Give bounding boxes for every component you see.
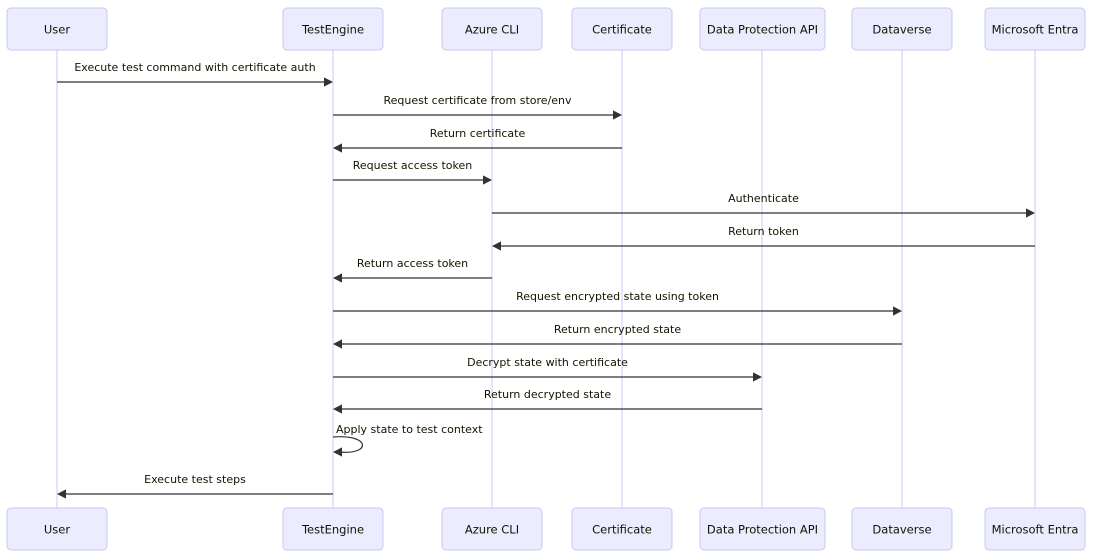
participant-box xyxy=(282,7,384,51)
message-arrowhead xyxy=(333,447,342,457)
participant-user-bottom[interactable]: User xyxy=(6,507,108,551)
messages-layer: Execute test command with certificate au… xyxy=(57,61,1035,499)
participant-box xyxy=(984,507,1086,551)
participant-label: Dataverse xyxy=(872,23,931,37)
message-label: Return decrypted state xyxy=(484,388,611,401)
message-arrowhead xyxy=(333,143,342,153)
participant-label: User xyxy=(44,523,70,537)
participant-entra-top[interactable]: Microsoft Entra xyxy=(984,7,1086,51)
participant-label: TestEngine xyxy=(301,23,364,37)
participant-azcli-bottom[interactable]: Azure CLI xyxy=(441,507,543,551)
message-arrowhead xyxy=(1026,208,1035,218)
actors-top-layer: User TestEngine Azure CLI Certificate Data P… xyxy=(6,7,1086,51)
message-11[interactable]: Return decrypted state xyxy=(333,388,762,414)
message-arrowhead xyxy=(492,241,501,251)
message-1[interactable]: Execute test command with certificate au… xyxy=(57,61,333,87)
message-label: Execute test command with certificate au… xyxy=(74,61,315,74)
message-label: Return certificate xyxy=(430,127,526,140)
participant-label: Azure CLI xyxy=(465,23,519,37)
message-3[interactable]: Return certificate xyxy=(333,127,622,153)
participant-label: Microsoft Entra xyxy=(992,523,1079,537)
participant-dpapi-top[interactable]: Data Protection API xyxy=(699,7,826,51)
message-arrowhead xyxy=(333,404,342,414)
participant-dataverse-bottom[interactable]: Dataverse xyxy=(851,507,953,551)
actors-bottom-layer: User TestEngine Azure CLI Certificate Data P… xyxy=(6,507,1086,551)
message-label: Return access token xyxy=(357,257,468,270)
participant-box xyxy=(699,7,826,51)
message-8[interactable]: Request encrypted state using token xyxy=(333,290,902,316)
participant-label: User xyxy=(44,23,70,37)
participant-box xyxy=(984,7,1086,51)
message-loop-path xyxy=(332,436,363,453)
participant-label: Data Protection API xyxy=(707,523,818,537)
message-arrowhead xyxy=(57,489,66,499)
participant-box xyxy=(441,507,543,551)
message-arrowhead xyxy=(333,339,342,349)
participant-box xyxy=(571,7,673,51)
participant-cert-top[interactable]: Certificate xyxy=(571,7,673,51)
message-label: Decrypt state with certificate xyxy=(467,356,628,369)
message-5[interactable]: Authenticate xyxy=(492,192,1035,218)
message-label: Apply state to test context xyxy=(336,423,483,436)
participant-dpapi-bottom[interactable]: Data Protection API xyxy=(699,507,826,551)
participant-label: Certificate xyxy=(592,523,652,537)
participant-label: TestEngine xyxy=(301,523,364,537)
participant-label: Data Protection API xyxy=(707,23,818,37)
message-label: Execute test steps xyxy=(144,473,246,486)
lifelines-layer xyxy=(56,50,1036,508)
message-12[interactable]: Apply state to test context xyxy=(332,423,483,457)
message-7[interactable]: Return access token xyxy=(333,257,492,283)
participant-box xyxy=(6,507,108,551)
participant-user-top[interactable]: User xyxy=(6,7,108,51)
message-13[interactable]: Execute test steps xyxy=(57,473,333,499)
message-6[interactable]: Return token xyxy=(492,225,1035,251)
participant-box xyxy=(282,507,384,551)
participant-dataverse-top[interactable]: Dataverse xyxy=(851,7,953,51)
participant-box xyxy=(851,507,953,551)
participant-box xyxy=(441,7,543,51)
message-label: Request encrypted state using token xyxy=(516,290,719,303)
participant-box xyxy=(6,7,108,51)
participant-label: Microsoft Entra xyxy=(992,23,1079,37)
message-label: Authenticate xyxy=(728,192,799,205)
message-label: Return encrypted state xyxy=(554,323,681,336)
participant-engine-top[interactable]: TestEngine xyxy=(282,7,384,51)
message-arrowhead xyxy=(753,372,762,382)
message-label: Return token xyxy=(728,225,799,238)
message-label: Request certificate from store/env xyxy=(383,94,572,107)
participant-box xyxy=(571,507,673,551)
participant-engine-bottom[interactable]: TestEngine xyxy=(282,507,384,551)
message-arrowhead xyxy=(483,175,492,185)
participant-box xyxy=(851,7,953,51)
message-arrowhead xyxy=(324,77,333,87)
message-10[interactable]: Decrypt state with certificate xyxy=(333,356,762,382)
message-4[interactable]: Request access token xyxy=(333,159,492,185)
participant-cert-bottom[interactable]: Certificate xyxy=(571,507,673,551)
message-arrowhead xyxy=(333,273,342,283)
message-arrowhead xyxy=(893,306,902,316)
participant-box xyxy=(699,507,826,551)
message-arrowhead xyxy=(613,110,622,120)
participant-label: Certificate xyxy=(592,23,652,37)
participant-entra-bottom[interactable]: Microsoft Entra xyxy=(984,507,1086,551)
participant-label: Azure CLI xyxy=(465,523,519,537)
participant-label: Dataverse xyxy=(872,523,931,537)
message-9[interactable]: Return encrypted state xyxy=(333,323,902,349)
message-2[interactable]: Request certificate from store/env xyxy=(333,94,622,120)
participant-azcli-top[interactable]: Azure CLI xyxy=(441,7,543,51)
message-label: Request access token xyxy=(353,159,473,172)
